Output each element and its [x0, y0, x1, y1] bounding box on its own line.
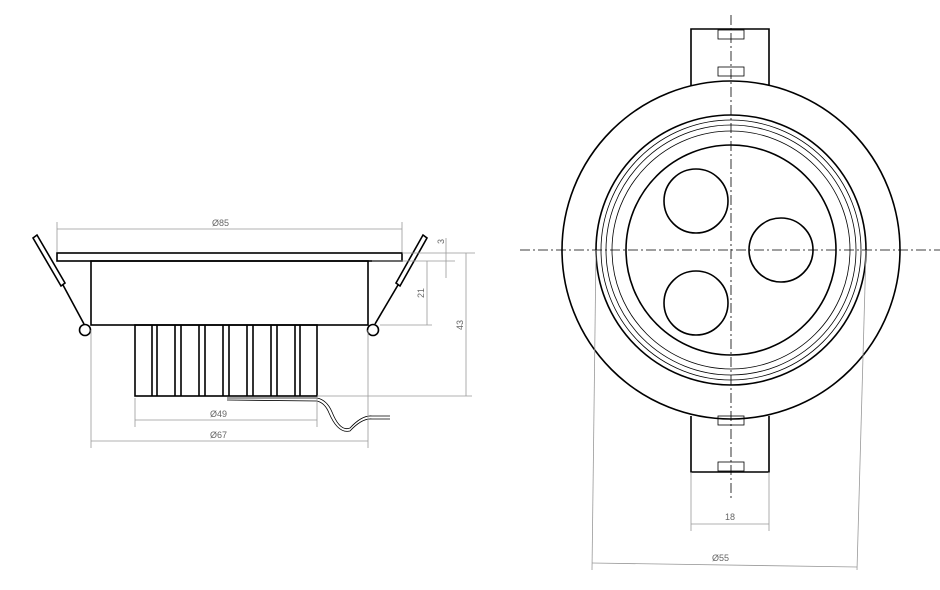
dimension-67: Ø67 [90, 330, 369, 448]
front-view: 18 Ø55 [520, 15, 940, 571]
flange [56, 252, 403, 262]
mounting-tab-bottom [690, 415, 770, 473]
dimension-55: Ø55 [591, 249, 867, 571]
label-body-height: 21 [416, 288, 426, 298]
spring-clip-left [31, 233, 92, 337]
led-1 [663, 168, 729, 234]
label-tab-width: 18 [725, 512, 735, 522]
side-view: Ø85 Ø49 Ø67 3 21 43 [31, 218, 475, 448]
spring-clip-right [366, 233, 429, 337]
label-flange-diameter: Ø85 [212, 218, 229, 228]
mounting-tab-top [690, 28, 770, 86]
label-body-diameter: Ø67 [210, 430, 227, 440]
label-total-height: 43 [455, 320, 465, 330]
heatsink [134, 324, 318, 397]
label-flange-thickness: 3 [436, 239, 446, 244]
dimension-18: 18 [690, 472, 770, 531]
led-3 [663, 270, 729, 336]
wire [226, 397, 390, 432]
dimension-49: Ø49 [134, 398, 318, 427]
body [90, 260, 369, 326]
label-diameter: Ø55 [712, 553, 729, 563]
dimension-85: Ø85 [56, 218, 403, 252]
label-heatsink-diameter: Ø49 [210, 409, 227, 419]
dimension-21: 21 [380, 261, 432, 326]
dimension-3: 3 [372, 238, 475, 278]
dimension-43: 43 [317, 253, 472, 397]
